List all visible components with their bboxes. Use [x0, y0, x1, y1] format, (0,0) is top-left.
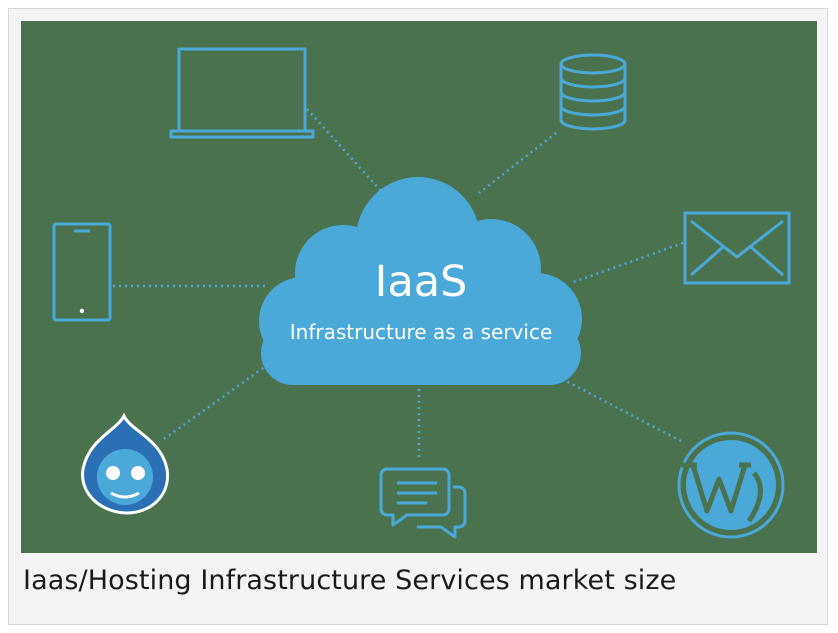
mobile-phone-icon — [52, 222, 112, 322]
cloud-shape — [259, 177, 582, 385]
laptop-icon — [169, 47, 315, 139]
chat-bubbles-icon — [379, 467, 467, 539]
cloud-subtitle: Infrastructure as a service — [290, 320, 553, 344]
wordpress-logo-icon — [677, 431, 785, 539]
iaas-diagram-image: IaaS Infrastructure as a service — [21, 21, 817, 553]
drupal-logo-icon — [81, 412, 169, 515]
cloud-title: IaaS — [375, 257, 468, 307]
envelope-icon — [683, 211, 791, 285]
figure-caption: Iaas/Hosting Infrastructure Services mar… — [23, 565, 677, 596]
image-card: IaaS Infrastructure as a service — [8, 8, 828, 625]
database-icon — [559, 53, 627, 131]
connector-lines — [113, 108, 684, 461]
